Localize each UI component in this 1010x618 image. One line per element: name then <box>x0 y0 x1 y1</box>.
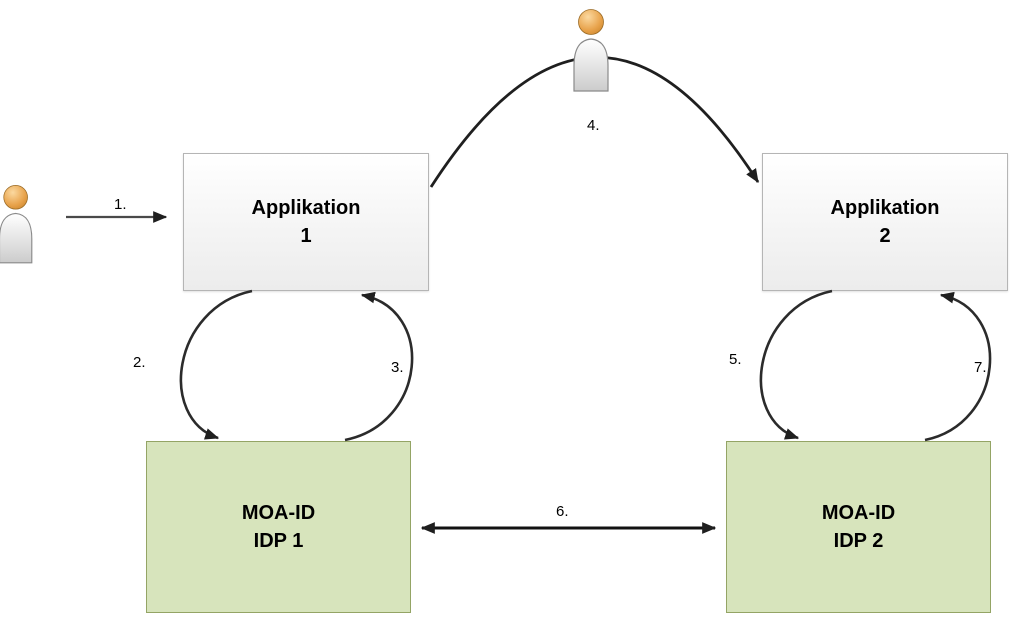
step-label-4: 4. <box>587 117 600 134</box>
applikation-1-label-line2: 1 <box>300 225 312 247</box>
moa-id-idp-1-label-line1: MOA-ID <box>241 502 316 524</box>
arrow-step-2 <box>179 289 253 440</box>
user-icon <box>573 8 609 92</box>
step-label-7: 7. <box>974 359 987 376</box>
applikation-2-box: Applikation 2 <box>762 153 1008 291</box>
step-label-5: 5. <box>729 351 742 368</box>
moa-id-idp-2-label-line2: IDP 2 <box>833 530 884 552</box>
applikation-1-box: Applikation 1 <box>183 153 429 291</box>
step-label-6: 6. <box>556 503 569 520</box>
moa-id-idp-1-label-line2: IDP 1 <box>253 530 304 552</box>
user-icon <box>0 184 33 264</box>
moa-id-idp-2-label-line1: MOA-ID <box>821 502 896 524</box>
step-label-3: 3. <box>391 359 404 376</box>
arrow-step-5 <box>759 289 833 440</box>
moa-id-idp-2-box: MOA-ID IDP 2 <box>726 441 991 613</box>
step-label-1: 1. <box>114 196 127 213</box>
moa-id-idp-1-box: MOA-ID IDP 1 <box>146 441 411 613</box>
step-label-2: 2. <box>133 354 146 371</box>
applikation-1-label-line1: Applikation <box>251 197 361 219</box>
applikation-2-label-line2: 2 <box>879 225 891 247</box>
applikation-2-label-line1: Applikation <box>830 197 940 219</box>
